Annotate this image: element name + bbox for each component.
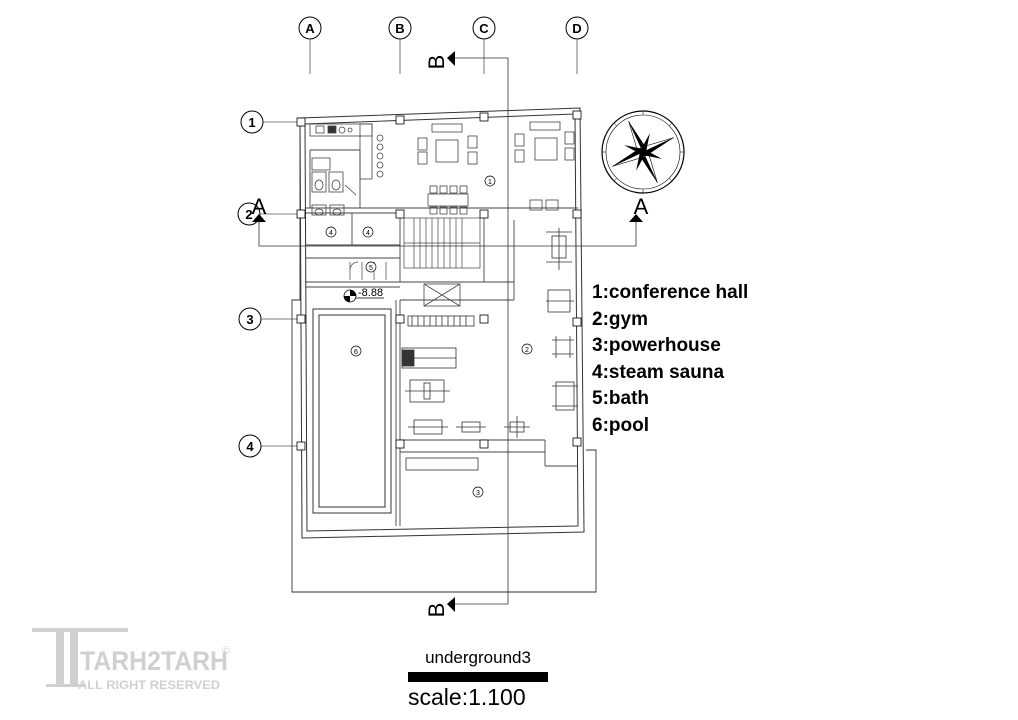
swimming-pool <box>312 308 392 514</box>
north-arrow-compass-icon <box>601 110 685 194</box>
grid-row-2: 2 <box>237 202 298 226</box>
legend-item-pool: 6:pool <box>592 414 649 436</box>
level-marker-icon: -8.88 <box>343 287 384 303</box>
room-tag-4b: 4 <box>362 226 374 238</box>
room-tag-text: 4 <box>329 230 333 237</box>
watermark-logo: TARH2TARH ALL RIGHT RESERVED © <box>32 628 230 692</box>
powerhouse-unit <box>405 457 479 471</box>
room-tag-text: 1 <box>488 179 492 186</box>
toilet-cubicles <box>311 157 357 216</box>
site-boundary <box>291 118 597 593</box>
room-tag-text: 3 <box>476 490 480 497</box>
structural-columns <box>296 110 582 451</box>
room-tag-5: 5 <box>365 261 377 273</box>
grid-column-d: D <box>565 16 589 74</box>
section-a-label-right: A <box>634 194 649 219</box>
legend-item-steam-sauna: 4:steam sauna <box>592 361 725 383</box>
grid-column-label: C <box>479 21 489 36</box>
room-tag-text: 4 <box>366 230 370 237</box>
room-legend: 1:conference hall 2:gym 3:powerhouse 4:s… <box>592 280 748 440</box>
drawing-title-block: underground3 scale:1.100 <box>408 648 548 711</box>
dining-table <box>427 185 469 215</box>
grid-row-1: 1 <box>240 110 298 134</box>
room-tag-text: 5 <box>369 265 373 272</box>
conference-seating-left <box>417 123 478 165</box>
room-tag-3: 3 <box>472 486 484 498</box>
grid-row-4: 4 <box>238 434 298 458</box>
room-tag-text: 2 <box>525 347 529 354</box>
watermark-copyright-symbol: © <box>222 645 230 657</box>
conference-seating-right <box>514 121 575 211</box>
watermark-copyright: ALL RIGHT RESERVED <box>78 678 220 692</box>
room-tag-1: 1 <box>484 175 496 187</box>
room-tag-text: 6 <box>354 349 358 356</box>
grid-column-b: B <box>388 16 412 74</box>
grid-column-label: B <box>395 21 404 36</box>
legend-item-bath: 5:bath <box>592 388 649 410</box>
kitchen-counter <box>309 123 384 180</box>
section-b-label-bottom: B <box>424 603 449 618</box>
section-line-a: A A <box>252 194 649 247</box>
legend-item-conference-hall: 1:conference hall <box>592 282 749 303</box>
elevator-shaft <box>423 283 461 307</box>
plan-title: underground3 <box>425 648 531 667</box>
level-value: -8.88 <box>358 287 383 299</box>
gym-bench-press <box>405 379 450 403</box>
legend-item-gym: 2:gym <box>592 308 648 330</box>
scale-label: scale:1.100 <box>408 684 526 710</box>
grid-row-label: 1 <box>248 115 255 130</box>
grid-row-label: 4 <box>246 439 254 454</box>
gym-rowing-machine <box>408 419 486 435</box>
room-tag-2: 2 <box>521 343 533 355</box>
grid-row-label: 3 <box>246 312 253 327</box>
room-tag-6: 6 <box>350 345 362 357</box>
title-underline-bar <box>408 672 548 682</box>
section-line-b: B B <box>424 51 509 618</box>
grid-row-label: 2 <box>245 207 252 222</box>
watermark-brand: TARH2TARH <box>80 646 228 676</box>
grid-column-a: A <box>298 16 322 74</box>
gym-dumbbell-rack <box>407 315 475 327</box>
grid-row-3: 3 <box>238 307 298 331</box>
grid-column-label: D <box>572 21 581 36</box>
gym-treadmill <box>401 347 457 369</box>
grid-column-label: A <box>305 21 315 36</box>
section-b-label-top: B <box>424 55 449 70</box>
grid-column-c: C <box>472 16 496 74</box>
section-a-label-left: A <box>252 194 267 219</box>
room-tag-4a: 4 <box>325 226 337 238</box>
gym-weight-stations <box>504 228 578 438</box>
staircase <box>403 217 481 269</box>
legend-item-powerhouse: 3:powerhouse <box>592 335 721 357</box>
